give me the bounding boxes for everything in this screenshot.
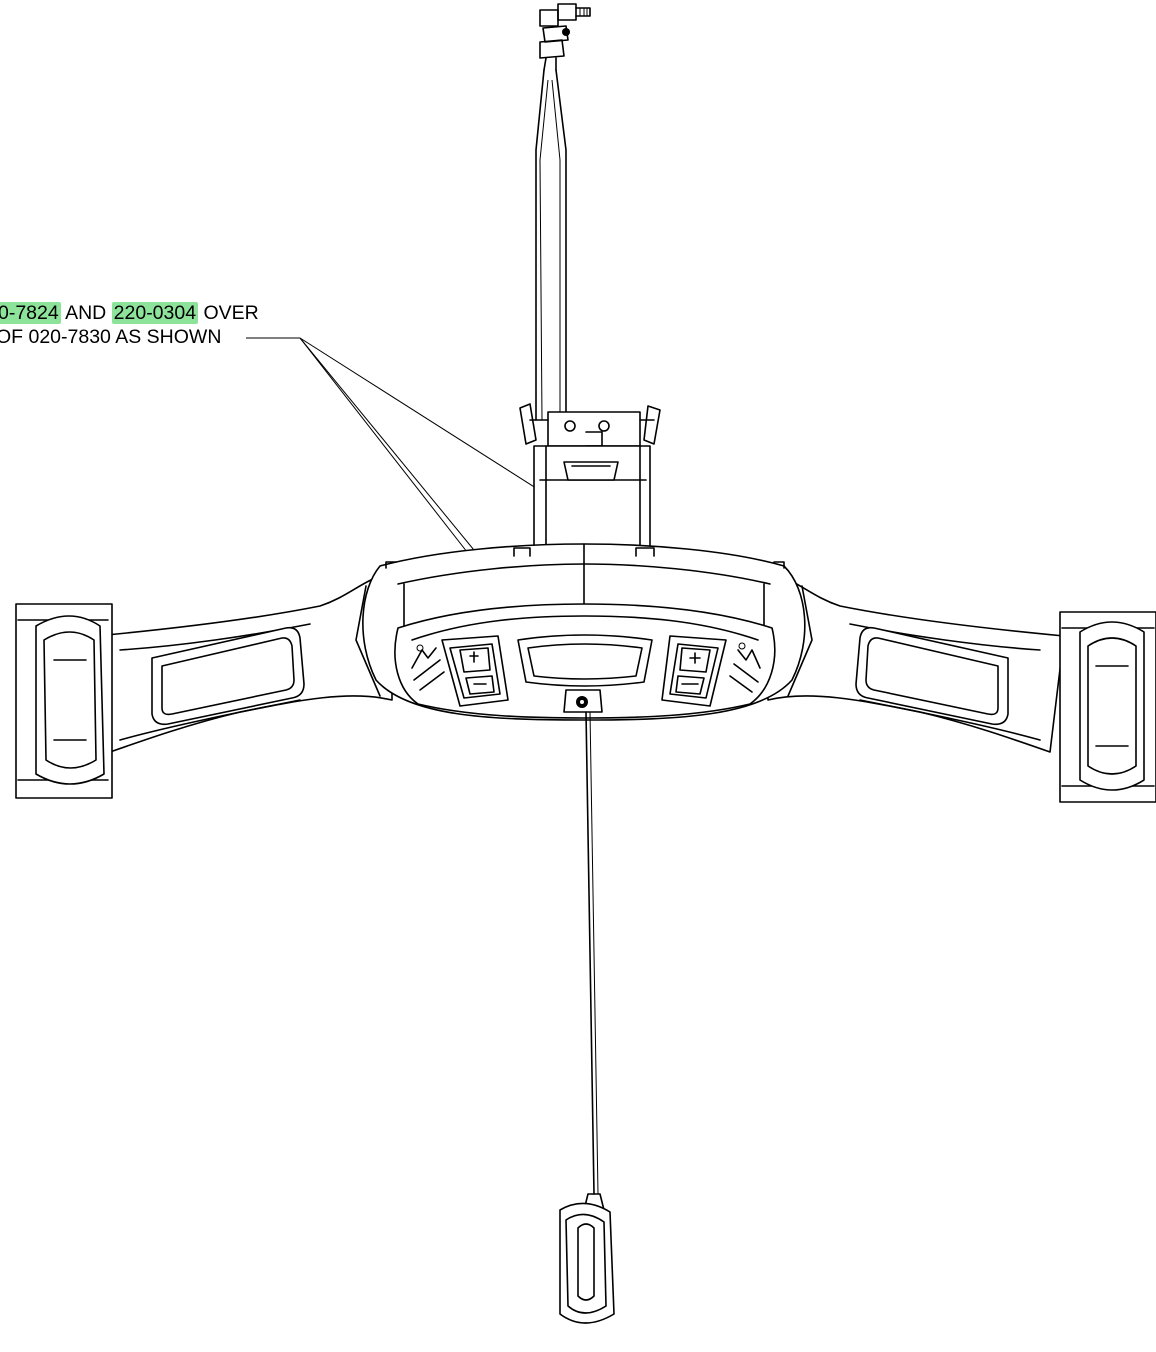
safety-key-socket xyxy=(563,689,603,713)
right-end-cap xyxy=(1059,611,1156,803)
right-incline-icon xyxy=(729,642,761,693)
left-incline-icon xyxy=(411,644,445,691)
handlebar-mast xyxy=(533,445,651,557)
mast-bracket xyxy=(519,403,661,447)
over-word: OVER xyxy=(203,302,259,324)
right-handlebar-arm xyxy=(767,571,1065,753)
part-number-label-b: 220-0304 xyxy=(111,302,199,324)
safety-clip xyxy=(559,1193,615,1324)
left-end-cap xyxy=(15,603,113,799)
audio-jack-plug xyxy=(539,3,591,71)
and-word: AND xyxy=(65,302,107,324)
right-speed-key-pad xyxy=(661,635,727,707)
left-speed-key-pad xyxy=(441,635,509,707)
callout-text-line-2: OF 020-7830 AS SHOWN xyxy=(0,326,222,348)
console-display-window xyxy=(517,634,653,687)
callout-text-line-1: 0-7824 AND 220-0304 OVER xyxy=(0,301,259,325)
safety-lanyard-cord xyxy=(585,711,599,1195)
top-cable xyxy=(535,69,567,421)
part-number-label-a: 0-7824 xyxy=(0,302,61,324)
left-handlebar-arm xyxy=(95,571,393,753)
